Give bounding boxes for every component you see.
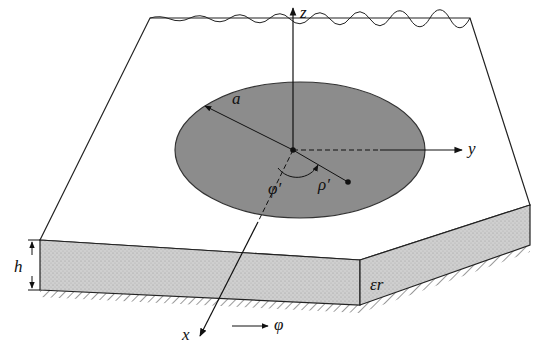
dimension-arrow	[32, 242, 33, 255]
circular-patch	[175, 82, 425, 218]
dimension-tick	[28, 290, 40, 291]
coordinate-label: ρ′	[318, 176, 330, 193]
phi-prime-arc	[278, 165, 318, 177]
x-axis	[258, 150, 293, 222]
source-point	[345, 179, 351, 185]
y-axis	[420, 149, 462, 150]
substrate-top	[40, 18, 530, 260]
z-axis	[292, 8, 293, 150]
dimension-label: a	[232, 90, 241, 107]
phi-arrow	[232, 326, 268, 327]
axis-label: z	[300, 4, 307, 21]
y-axis	[293, 150, 380, 151]
axis-label: φ	[274, 316, 283, 333]
dimension-label: h	[14, 258, 23, 275]
x-axis	[200, 222, 258, 336]
dimension-arrow	[32, 276, 33, 288]
material-label: εr	[370, 276, 383, 293]
coordinate-label: φ′	[268, 180, 281, 197]
axis-label: x	[182, 326, 190, 343]
radius-arrow	[205, 106, 293, 150]
axis-label: y	[468, 140, 476, 157]
substrate-side	[360, 205, 530, 305]
torn-edge	[150, 10, 470, 28]
substrate-front	[40, 240, 360, 305]
y-axis	[380, 149, 420, 150]
dimension-tick	[28, 240, 40, 241]
